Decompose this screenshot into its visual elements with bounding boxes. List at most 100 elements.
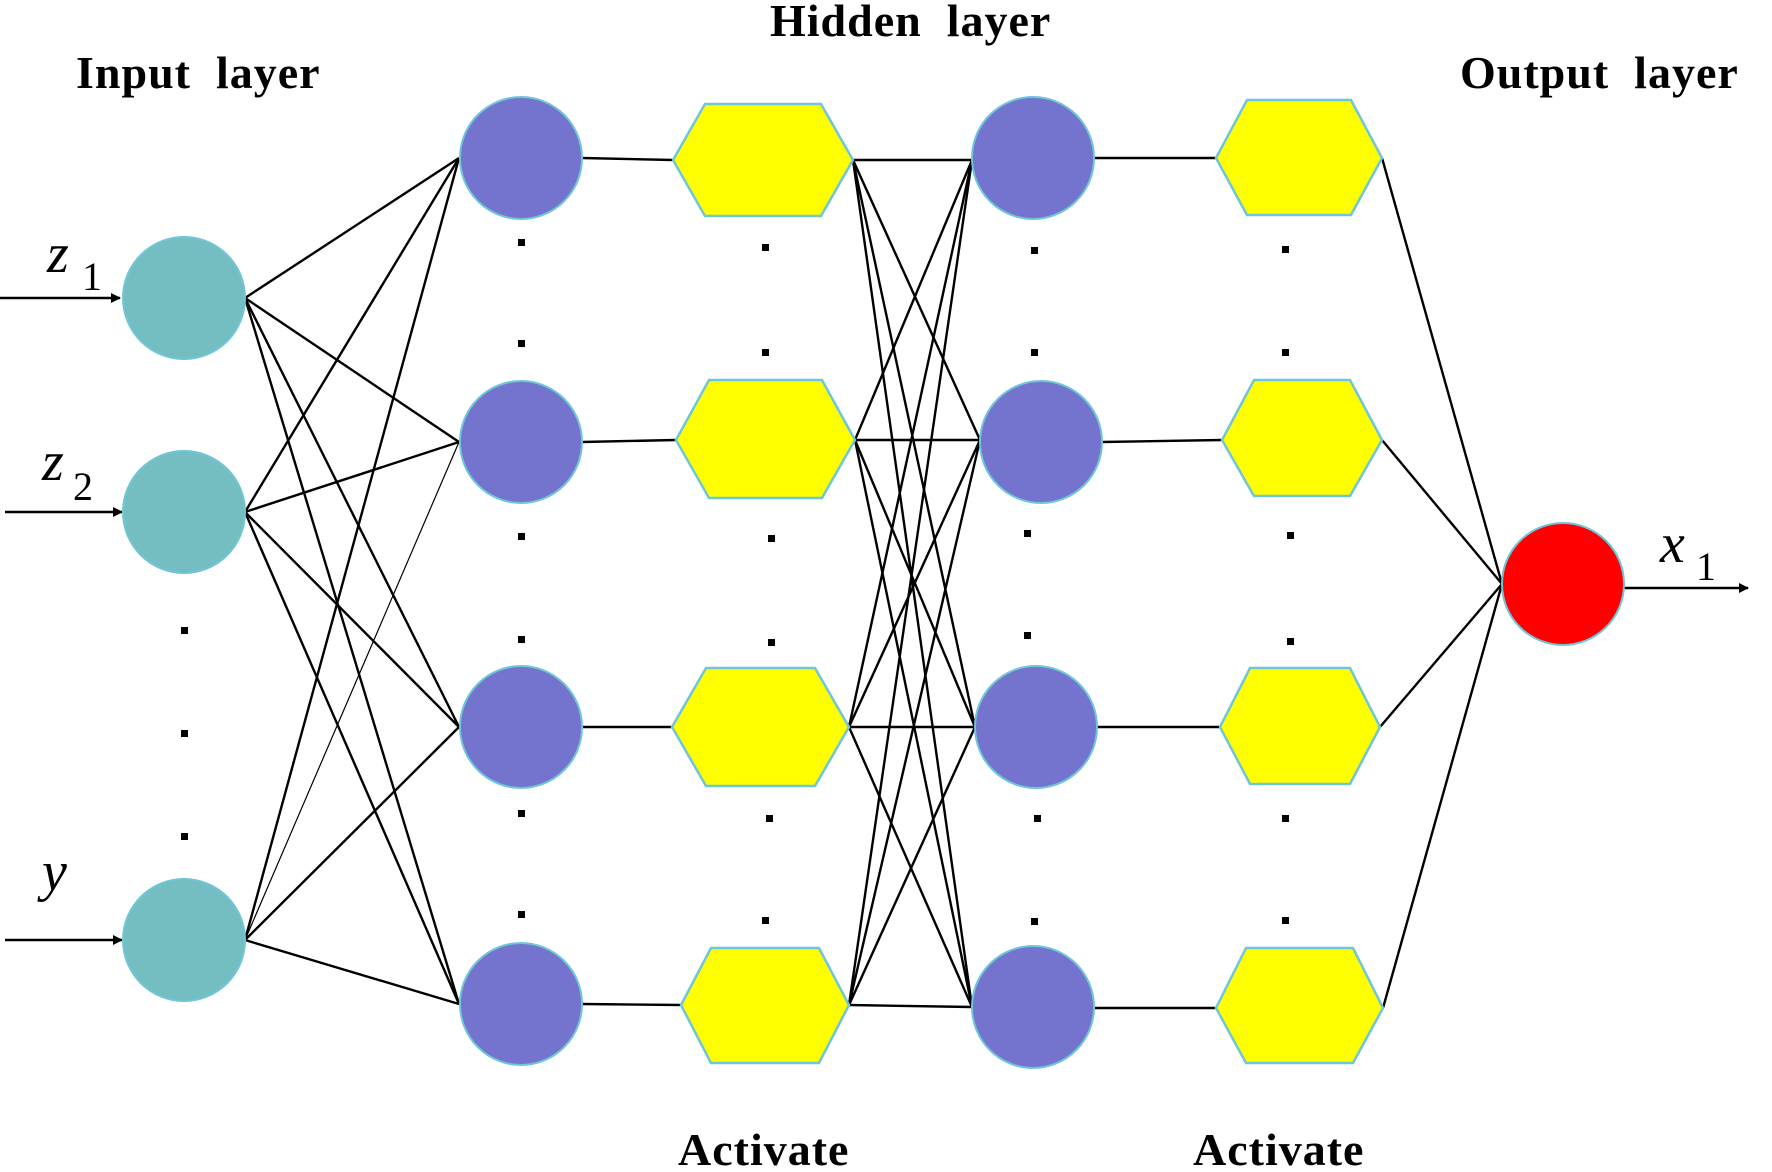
- input-node-y: [122, 878, 246, 1002]
- input-to-hidden-line: [244, 440, 460, 514]
- hidden-node-2-3: [974, 665, 1098, 789]
- activation-to-hidden-line: [847, 159, 974, 728]
- ellipsis-dot: [1024, 632, 1031, 639]
- hidden-layer-2-nodes: [971, 96, 1103, 1069]
- activation-to-hidden-line: [847, 439, 982, 1006]
- input-to-hidden-line: [243, 297, 461, 1005]
- hidden-to-activation-line: [1101, 438, 1223, 444]
- ellipsis-dot: [1031, 247, 1038, 254]
- activation-to-hidden-line: [848, 1003, 973, 1009]
- input-to-hidden-line: [244, 156, 460, 300]
- heading-activate-2: Activate: [1193, 1124, 1364, 1172]
- hidden-node-1-3: [459, 665, 583, 789]
- ellipsis-dot: [768, 535, 775, 542]
- input-node-z2: [122, 450, 246, 574]
- input-to-hidden-line: [243, 157, 461, 941]
- hidden-node-2-4: [971, 945, 1095, 1069]
- heading-input-layer: Input layer: [76, 47, 321, 98]
- label-x1-symbol: x: [1659, 513, 1685, 575]
- ellipsis-dot: [1287, 532, 1294, 539]
- heading-activate-1: Activate: [678, 1124, 849, 1172]
- activation-node-1-1: [671, 102, 855, 218]
- ellipsis-dot: [518, 636, 525, 643]
- hidden-node-1-2: [459, 380, 583, 504]
- ellipsis-dot: [766, 815, 773, 822]
- ellipsis-dot: [768, 639, 775, 646]
- activation-node-1-3: [670, 666, 851, 788]
- label-z2-subscript: 2: [73, 464, 93, 509]
- hidden-node-2-1: [971, 96, 1095, 220]
- hidden-to-activation-line: [581, 1002, 682, 1007]
- activation-node-2-3: [1218, 666, 1382, 786]
- hidden-node-1-1: [459, 96, 583, 220]
- activation-to-hidden-line: [847, 726, 977, 1006]
- output-node-x1: [1501, 522, 1625, 646]
- heading-output-layer: Output layer: [1460, 47, 1739, 98]
- input-to-hidden-line: [243, 511, 461, 1005]
- activation-layer-2-nodes: [1214, 98, 1385, 1065]
- input-to-hidden-line: [244, 938, 460, 1006]
- ellipsis-dot: [518, 340, 525, 347]
- activation-to-hidden-line: [853, 159, 974, 441]
- ellipsis-dot: [1282, 917, 1289, 924]
- ellipsis-dot: [1282, 815, 1289, 822]
- activation-node-2-4: [1214, 946, 1385, 1065]
- ellipsis-dot: [518, 810, 525, 817]
- ellipsis-dot: [762, 244, 769, 251]
- ellipsis-dot: [181, 627, 188, 634]
- activation-to-hidden-line: [847, 159, 974, 1006]
- activation-node-2-2: [1220, 378, 1384, 498]
- label-z2-symbol: z: [41, 431, 64, 493]
- activation-to-hidden-line: [851, 159, 982, 441]
- label-z1-symbol: z: [46, 223, 69, 285]
- label-y: y: [37, 841, 67, 903]
- ellipsis-dot: [1282, 349, 1289, 356]
- label-z1: z 1: [46, 223, 102, 299]
- activation-to-output-line: [1381, 583, 1504, 1009]
- label-x1: x 1: [1659, 513, 1716, 589]
- ellipsis-dot: [181, 730, 188, 737]
- input-node-z1: [122, 236, 246, 360]
- hidden-to-activation-line: [581, 156, 674, 162]
- ellipsis-dot: [1031, 349, 1038, 356]
- activation-to-output-line: [1380, 157, 1504, 585]
- ellipsis-dot: [518, 533, 525, 540]
- activation-to-output-line: [1381, 439, 1503, 585]
- input-to-hidden-line: [244, 726, 460, 941]
- ellipsis-dot: [762, 349, 769, 356]
- hidden-node-1-4: [459, 942, 583, 1066]
- ellipsis-dot: [518, 239, 525, 246]
- activation-to-hidden-line: [847, 439, 982, 728]
- ellipsis-dot: [518, 911, 525, 918]
- activation-layer-1-nodes: [670, 102, 857, 1065]
- activation-to-hidden-line: [851, 159, 977, 728]
- ellipsis-dot: [1034, 815, 1041, 822]
- activation-to-hidden-line: [851, 159, 974, 1008]
- connection-lines: [243, 156, 1504, 1010]
- ellipsis-dot: [181, 833, 188, 840]
- heading-hidden-layer: Hidden layer: [770, 0, 1051, 46]
- activation-node-2-1: [1214, 98, 1384, 217]
- hidden-node-2-2: [979, 380, 1103, 504]
- ellipsis-dot: [1024, 530, 1031, 537]
- ellipsis-dot: [1282, 246, 1289, 253]
- input-to-hidden-line: [243, 157, 461, 513]
- activation-node-1-2: [674, 378, 857, 500]
- ellipsis-dot: [1287, 638, 1294, 645]
- ellipsis-dot: [762, 917, 769, 924]
- hidden-to-activation-line: [581, 438, 677, 444]
- label-x1-subscript: 1: [1696, 544, 1716, 589]
- input-to-hidden-line: [243, 297, 461, 728]
- label-z2: z 2: [41, 431, 93, 509]
- input-to-hidden-line: [244, 511, 460, 728]
- activation-node-1-4: [679, 946, 851, 1065]
- input-to-hidden-line: [244, 441, 460, 941]
- input-to-hidden-line: [244, 297, 460, 443]
- input-layer-nodes: [122, 236, 246, 1002]
- ellipsis-dots: [181, 239, 1294, 925]
- ellipsis-dot: [1031, 918, 1038, 925]
- input-arrows: [0, 293, 123, 945]
- activation-to-output-line: [1379, 583, 1503, 728]
- hidden-layer-1-nodes: [459, 96, 583, 1066]
